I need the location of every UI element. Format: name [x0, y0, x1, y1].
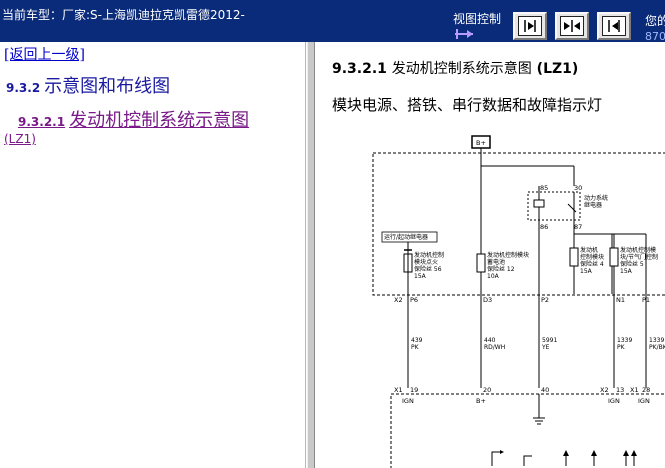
document-heading-suffix: (LZ1)	[536, 61, 579, 77]
relay-pin-86: 86	[540, 223, 548, 231]
document-heading-number: 9.3.2.1	[332, 61, 387, 77]
arrow-left-icon	[608, 20, 620, 32]
wire-1339b-color: PK/BK	[649, 344, 665, 351]
header-bar: 当前车型：厂家:S-上海凯迪拉克凯雷德2012- 视图控制	[0, 0, 665, 42]
fuse-ign-4: 15A	[414, 273, 427, 280]
pin-p2: P2	[541, 296, 549, 304]
back-link[interactable]: [返回上一级]	[4, 47, 85, 63]
lbl-bplus: B+	[476, 397, 486, 405]
wire-440-color: RD/WH	[484, 344, 505, 351]
wire-439: 439	[411, 337, 423, 344]
ecm-module-outline	[390, 393, 665, 468]
x2b-label: X2	[600, 386, 609, 394]
fuse-batt-symbol	[476, 253, 486, 273]
section-title: 示意图和布线图	[44, 76, 171, 97]
wire-439-color: PK	[411, 344, 420, 351]
pin-n1: N1	[616, 296, 625, 304]
relay-box	[527, 191, 581, 221]
document-heading-title: 发动机控制系统示意图	[391, 61, 532, 77]
x1b-label: X1	[630, 386, 639, 394]
fuse-f4-3: 保险丝 4	[580, 260, 604, 268]
subsection-number: 9.3.2.1	[18, 115, 66, 129]
run-crank-relay-box	[381, 231, 438, 243]
relay-name-1: 动力系统	[584, 194, 608, 202]
expand-view-button[interactable]	[555, 12, 589, 40]
fuse-f4-symbol	[569, 247, 579, 267]
pin-13: 13	[616, 386, 624, 394]
user-number: 870	[645, 30, 665, 42]
wire-1339a-color: PK	[617, 344, 626, 351]
wire-440: 440	[484, 337, 496, 344]
user-label: 您的	[645, 14, 665, 28]
fuse-f4-1: 发动机	[580, 246, 598, 254]
lbl-ign-2: IGN	[608, 397, 620, 405]
fuse-f5-1: 发动机控制模	[620, 246, 656, 254]
x2-label: X2	[394, 296, 403, 304]
run-crank-relay-label: 运行/起动继电器	[384, 233, 428, 241]
lbl-ign-3: IGN	[638, 397, 650, 405]
relay-pin-85: 85	[540, 184, 548, 192]
document-pane: 9.3.2.1 发动机控制系统示意图 (LZ1) 模块电源、搭铁、串行数据和故障…	[316, 42, 665, 468]
fuse-ign-3: 保险丝 56	[414, 265, 442, 273]
document-heading: 9.3.2.1 发动机控制系统示意图 (LZ1)	[332, 58, 578, 78]
bplus-top-text: B+	[476, 139, 486, 147]
document-subheading: 模块电源、搭铁、串行数据和故障指示灯	[332, 96, 603, 114]
fuse-f4-4: 15A	[580, 268, 593, 275]
fuse-ign-1: 发动机控制	[414, 251, 444, 259]
current-car-model: 当前车型：厂家:S-上海凯迪拉克凯雷德2012-	[2, 8, 245, 22]
wire-5991: 5991	[542, 337, 557, 344]
fuse-batt-4: 10A	[487, 273, 500, 280]
view-pointer-icon	[455, 29, 473, 39]
wire-1339a: 1339	[617, 337, 632, 344]
fuse-f4-2: 控制模块	[580, 253, 604, 261]
view-control-label: 视图控制	[453, 12, 502, 26]
fuse-batt-1: 发动机控制模块	[487, 251, 529, 259]
expand-arrows-icon	[564, 20, 580, 32]
subsection-title: 发动机控制系统示意图	[69, 110, 250, 131]
fuse-block-outline	[372, 152, 665, 296]
relay-coil	[533, 199, 545, 208]
section-number: 9.3.2	[6, 81, 41, 95]
fuse-f5-4: 15A	[620, 268, 633, 275]
wire-5991-color: YE	[541, 344, 550, 351]
pin-20: 20	[483, 386, 491, 394]
relay-name-2: 继电器	[584, 201, 602, 209]
wiring-diagram: B+ 85 30 动力系统 继电器 86 87 运行/起动继电器 发动	[372, 135, 665, 468]
pin-19: 19	[410, 386, 418, 394]
arrow-right-icon	[524, 20, 536, 32]
pane-splitter[interactable]	[307, 42, 315, 468]
pin-d3: D3	[483, 296, 492, 304]
next-page-button[interactable]	[513, 12, 547, 40]
fuse-f5-symbol	[609, 247, 619, 267]
wire-1339b: 1339	[649, 337, 664, 344]
pin-28: 28	[642, 386, 650, 394]
fuse-batt-2: 蓄电池	[487, 258, 505, 266]
relay-pin-30: 30	[574, 184, 582, 192]
subsection-link-suffix[interactable]: (LZ1)	[4, 132, 36, 146]
previous-page-button[interactable]	[597, 12, 631, 40]
fuse-f5-2: 块/节气门控制	[620, 253, 658, 261]
fuse-batt-3: 保险丝 12	[487, 265, 515, 273]
x1-label: X1	[394, 386, 403, 394]
lbl-ign-1: IGN	[402, 397, 414, 405]
pin-p6: P6	[410, 296, 418, 304]
fuse-ign-2: 模块点火	[414, 258, 438, 266]
fuse-f5-3: 保险丝 5	[620, 260, 644, 268]
relay-pin-87: 87	[574, 223, 582, 231]
pin-40: 40	[541, 386, 549, 394]
